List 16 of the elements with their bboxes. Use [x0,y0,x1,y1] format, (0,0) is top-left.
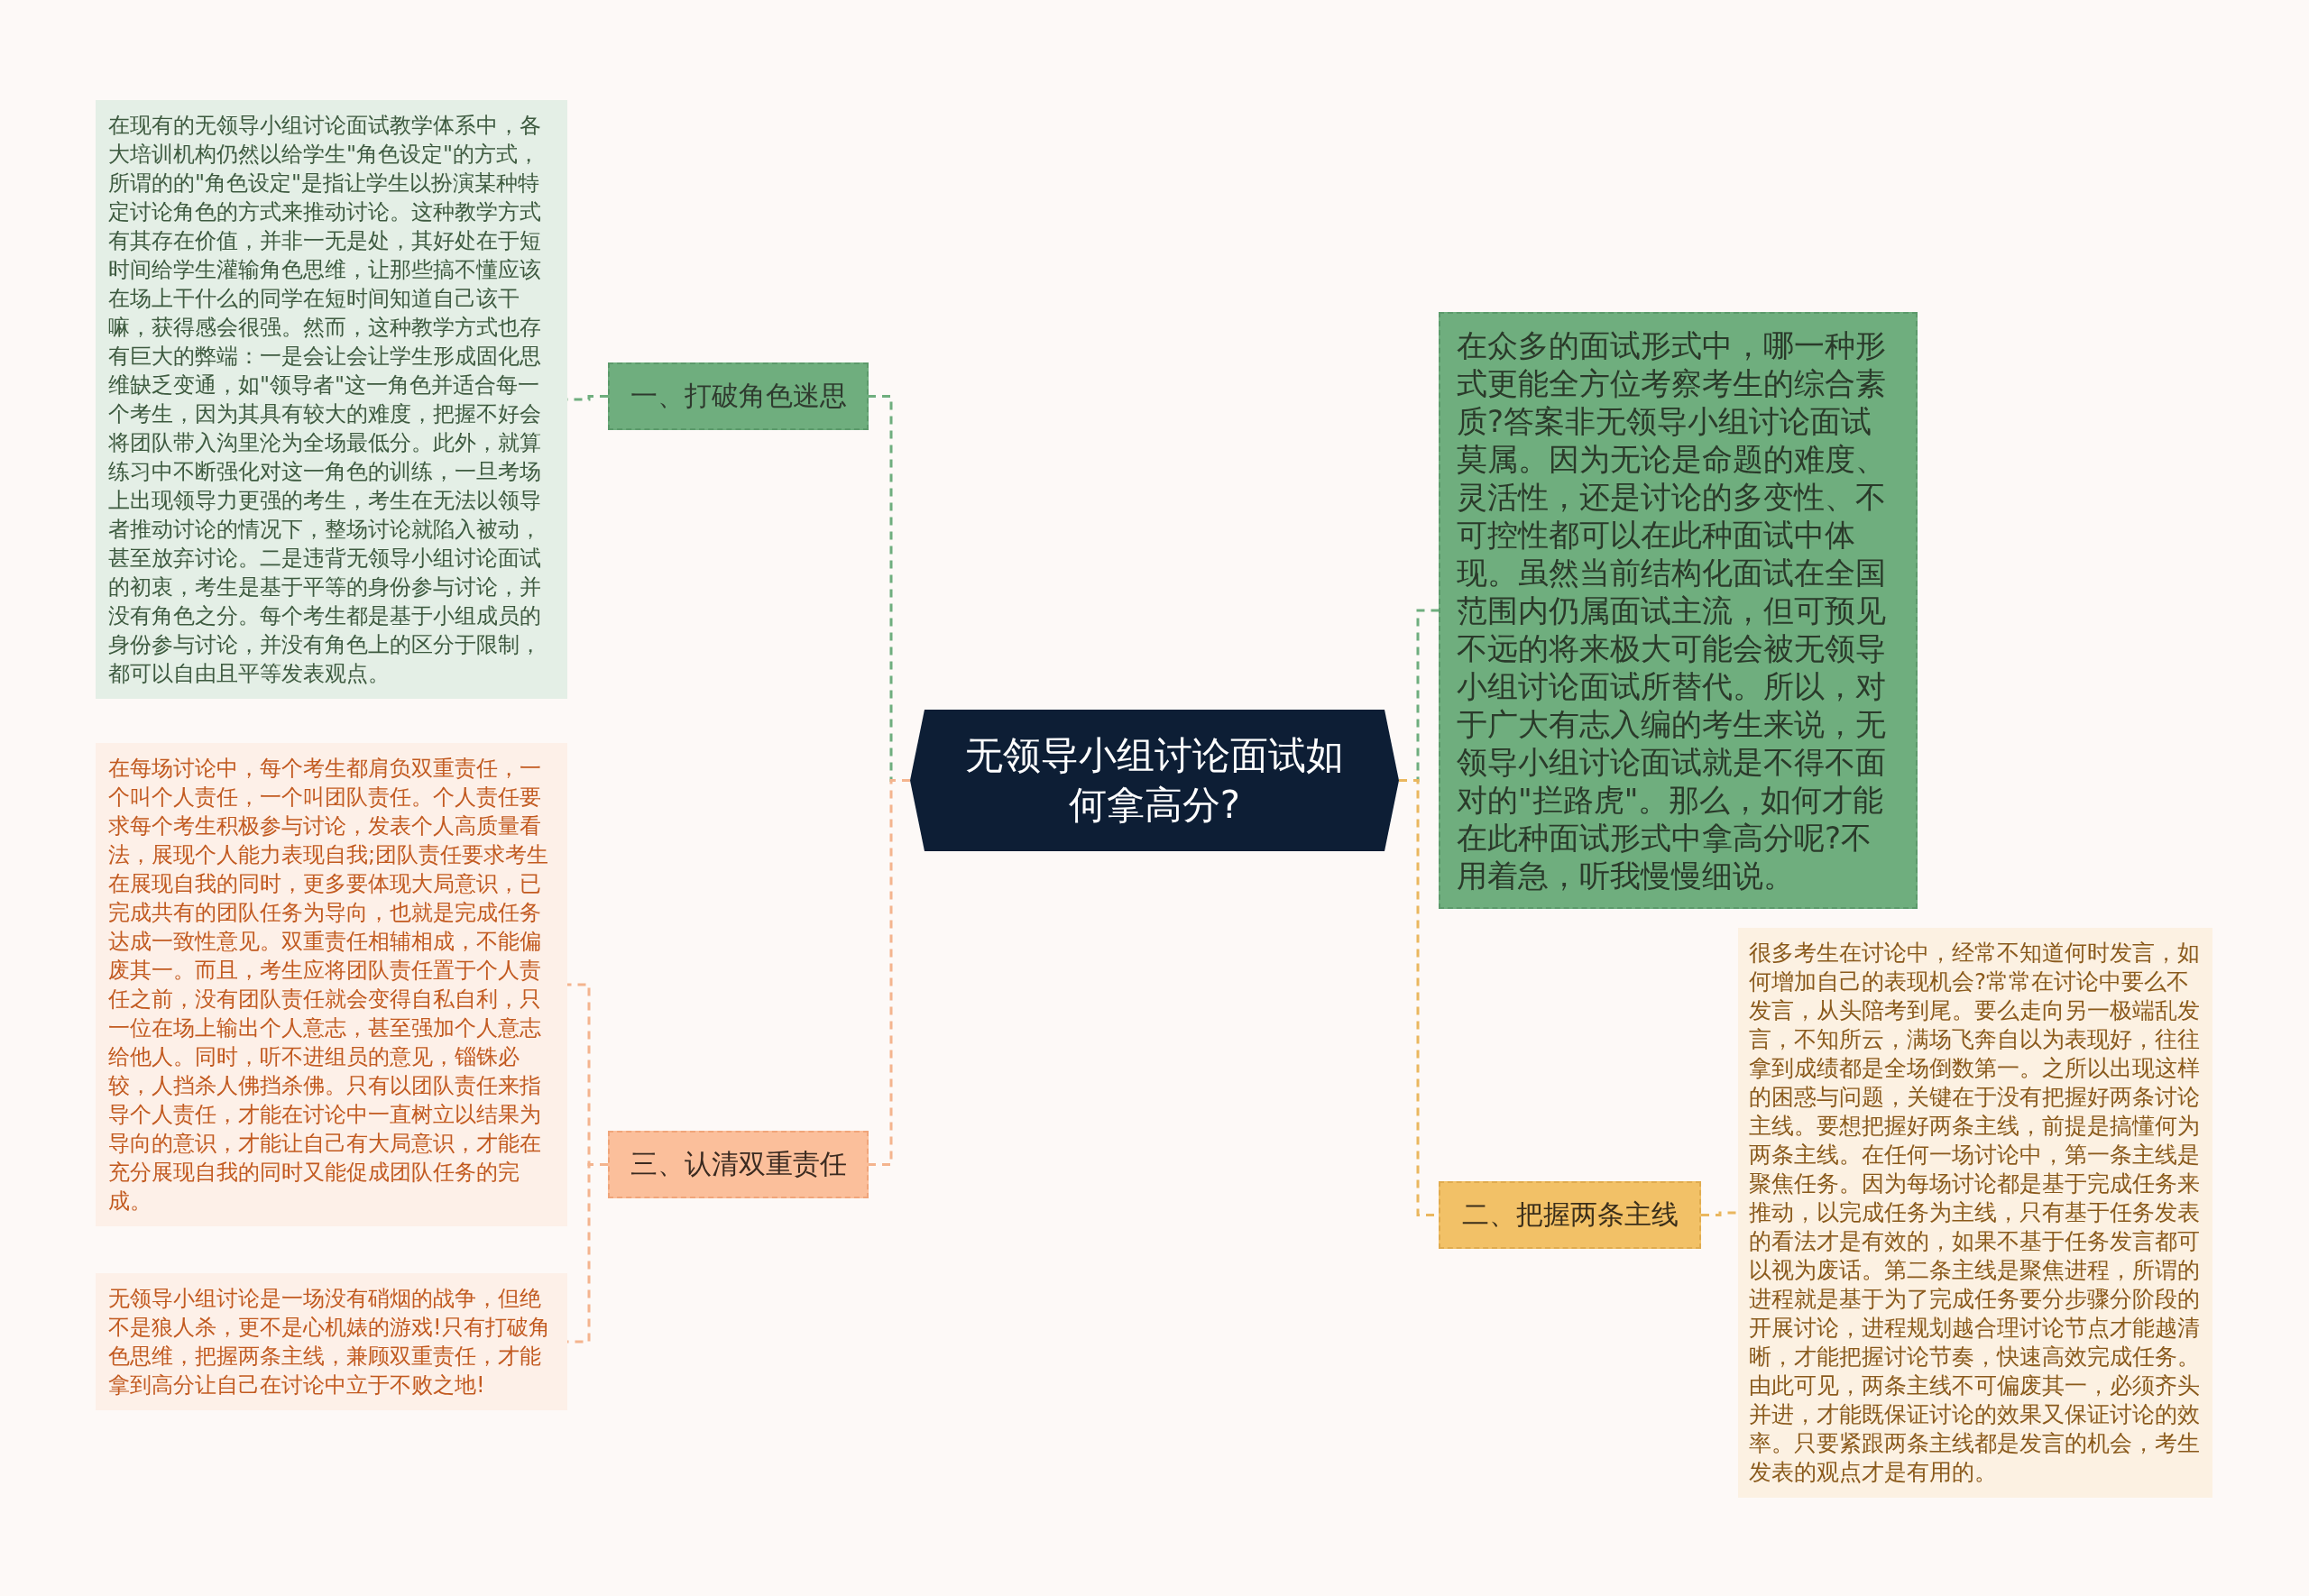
central-topic-hexagon [910,710,1399,851]
branch-label: 三、认清双重责任 [630,1147,847,1181]
branch-label: 二、把握两条主线 [1461,1197,1679,1232]
note-text: 在每场讨论中，每个考生都肩负双重责任，一个叫个人责任，一个叫团队责任。个人责任要求每个考生积极参与讨论，发表个人高质量看法，展现个人能力表现自我;团队责任要求考生在展现自我的同时，更多要体现大局意识，已完成共有的团队任务为导向，也就是完成任务达成一致性意见。双重责任相辅相成，不能偏废其一。而且，考生应将团队责任置于个人责任之前，没有团队责任就会变得自私自利，只一位在场上输出个人意志，甚至强加个人意志给他人。同时，听不进组员的意见，锱铢必较，人挡杀人佛挡杀佛。只有以团队责任来指导个人责任，才能在讨论中一直树立以结果为导向的意识，才能让自己有大局意识，才能在充分展现自我的同时又能促成团队任务的完成。 [108,755,550,1215]
note-text: 无领导小组讨论是一场没有硝烟的战争，但绝不是狼人杀，更不是心机婊的游戏!只有打破角色思维，把握两条主线，兼顾双重责任，才能拿到高分让自己在讨论中立于不败之地! [108,1285,551,1399]
branch-topic-box [608,362,869,430]
note-text: 在现有的无领导小组讨论面试教学体系中，各大培训机构仍然以给学生"角色设定"的方式，所谓的的"角色设定"是指让学生以扮演某种特定讨论角色的方式来推动讨论。这种教学方式有其存在价值，并非一无是处，其好处在于短时间给学生灌输角色思维，让那些搞不懂应该在场上干什么的同学在短时间知道自己该干嘛，获得感会很强。然而，这种教学方式也存有巨大的弊端：一是会让会让学生形成固化思维缺乏变通，如"领导者"这一角色并适合每一个考生，因为其具有较大的难度，把握不好会将团队带入沟里沦为全场最低分。此外，就算练习中不断强化对这一角色的训练，一旦考场上出现领导力更强的考生，考生在无法以领导者推动讨论的情况下，整场讨论就陷入被动，甚至放弃讨论。二是违背无领导小组讨论面试的初衷，考生是基于平等的身份参与讨论，并没有角色之分。每个考生都是基于小组成员的身份参与讨论，并没有角色上的区分于限制，都可以自由且平等发表观点。 [108,112,542,688]
branch-topic-box [1439,1181,1701,1249]
central-topic-text: 无领导小组讨论面试如何拿高分? [964,731,1345,829]
connector-line [869,779,910,1166]
branch-label: 一、打破角色迷思 [630,379,847,413]
note-text: 在众多的面试形式中，哪一种形式更能全方位考察考生的综合素质?答案非无领导小组讨论面试莫属。因为无论是命题的难度、灵活性，还是讨论的多变性、不可控性都可以在此种面试中体现。虽然当前结构化面试在全国范围内仍属面试主流，但可预见不远的将来极大可能会被无领导小组讨论面试所替代。所以，对于广大有志入编的考生来说，无领导小组讨论面试就是不得不面对的"拦路虎"。那么，如何才能在此种面试形式中拿高分呢?不用着急，听我慢慢细说。 [1457,326,1887,894]
note-box [96,1273,567,1410]
note-text: 很多考生在讨论中，经常不知道何时发言，如何增加自己的表现机会?常常在讨论中要么不发言，从头陪考到尾。要么走向另一极端乱发言，不知所云，满场飞奔自以为表现好，往往拿到成绩都是全场倒数第一。之所以出现这样的困惑与问题，关键在于没有把握好两条讨论主线。要想把握好两条主线，前提是搞懂何为两条主线。在任何一场讨论中，第一条主线是聚焦任务。因为每场讨论都是基于完成任务来推动，以完成任务为主线，只有基于任务发表的看法才是有效的，如果不基于任务发言都可以视为废话。第二条主线是聚焦进程，所谓的进程就是基于为了完成任务要分步骤分阶段的开展讨论，进程规划越合理讨论节点才能越清晰，才能把握讨论节奏，快速高效完成任务。由此可见，两条主线不可偏废其一，必须齐头并进，才能既保证讨论的效果又保证讨论的效率。只要紧跟两条主线都是发言的机会，考生发表的观点才是有用的。 [1749,939,2201,1487]
connector-line [1701,1211,1738,1216]
branch-topic-box [608,1131,869,1198]
